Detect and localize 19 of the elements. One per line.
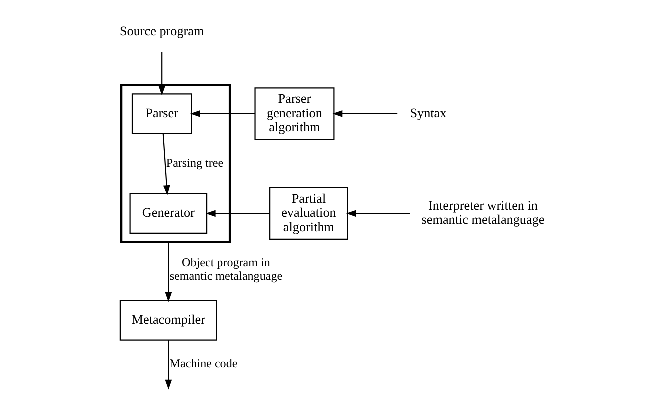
edge-label: Object program in semantic metalanguage (170, 256, 283, 283)
edge-label: Parsing tree (166, 156, 224, 170)
edge-label: Machine code (170, 356, 238, 370)
node-box: Partial evaluation algorithm (270, 187, 348, 240)
arrow (158, 52, 166, 96)
node-text: Interpreter written in semantic metalanguage (422, 198, 545, 228)
node-text: Syntax (410, 105, 447, 120)
node-box: Generator (130, 193, 208, 234)
arrow (165, 340, 172, 390)
arrow (190, 110, 256, 118)
node-text: Source program (120, 24, 204, 39)
arrow (162, 134, 170, 196)
arrow (346, 210, 410, 218)
arrow (332, 110, 398, 118)
node-box: Metacompiler (120, 300, 218, 341)
arrow (206, 210, 270, 218)
node-box: Parser (132, 94, 192, 134)
arrow (165, 242, 172, 302)
node-box: Parser generation algorithm (254, 88, 335, 140)
